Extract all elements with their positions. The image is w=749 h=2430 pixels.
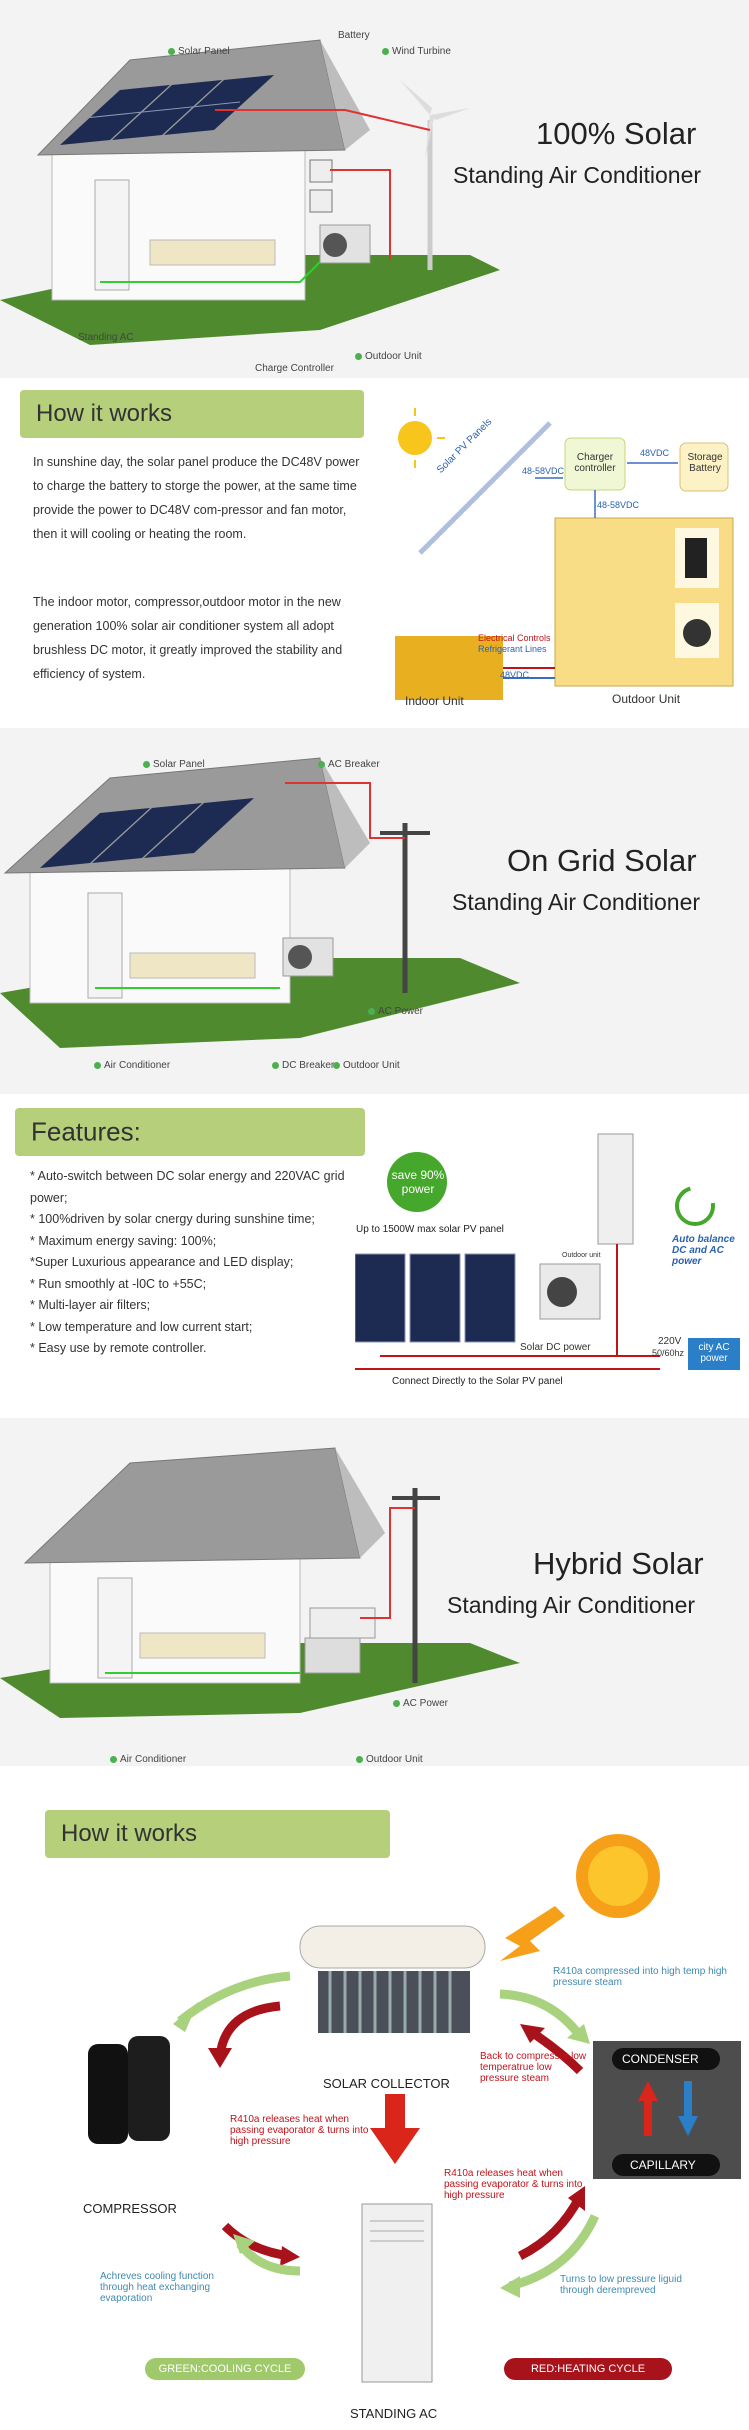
cycle-diagram — [88, 1834, 741, 2383]
label-outdoor-unit-3: Outdoor Unit — [356, 1754, 423, 1765]
house-illustration-2 — [0, 757, 520, 1048]
feature-item: * Easy use by remote controller. — [30, 1341, 207, 1355]
label-turns-low-pressure: Turns to low pressure liguid through der… — [560, 2274, 682, 2296]
label-r410a-releases-1: R410a releases heat when passing evapora… — [230, 2114, 369, 2147]
label-achieves-cooling: Achreves cooling function through heat e… — [100, 2271, 214, 2304]
how-it-works-heading-bar: How it works — [20, 390, 364, 438]
label-compressor: COMPRESSOR — [83, 2201, 177, 2216]
banner-hybrid-solar: AC Power Air Conditioner Outdoor Unit Hy… — [0, 1418, 749, 1766]
label-v48vdc-a: 48VDC — [640, 448, 670, 458]
label-220v: 220V — [658, 1336, 682, 1347]
banner-100-solar: Solar Panel Battery Wind Turbine Standin… — [0, 0, 749, 378]
banner-on-grid-solar: Solar Panel AC Breaker AC Power Air Cond… — [0, 728, 749, 1094]
label-v48-58-a: 48-58VDC — [522, 466, 565, 476]
features-list: * Auto-switch between DC solar energy an… — [30, 1166, 375, 1360]
label-ac-breaker: AC Breaker — [318, 759, 380, 770]
how-it-works-heading-2: How it works — [61, 1820, 198, 1847]
banner3-subtitle: Standing Air Conditioner — [447, 1592, 696, 1618]
features-heading-bar: Features: — [15, 1108, 365, 1156]
how1-paragraph-1: In sunshine day, the solar panel produce… — [33, 455, 360, 541]
how-it-works-heading: How it works — [36, 400, 173, 427]
label-storage-battery: Storage Battery — [687, 452, 723, 474]
save-badge: save 90% power — [391, 1168, 445, 1196]
label-indoor-unit: Indoor Unit — [405, 694, 464, 708]
label-outdoor-unit-2: Outdoor Unit — [333, 1060, 400, 1071]
system-diagram — [395, 408, 734, 700]
feature-item: *Super Luxurious appearance and LED disp… — [30, 1255, 294, 1269]
badge-red-heating: RED:HEATING CYCLE — [504, 2358, 672, 2380]
label-air-conditioner-3: Air Conditioner — [110, 1754, 186, 1765]
label-solar-panel-2: Solar Panel — [143, 759, 205, 770]
feature-item: * Run smoothly at -l0C to +55C; — [30, 1276, 207, 1291]
feature-item: * Low temperature and low current start; — [30, 1319, 253, 1334]
label-city-ac: city AC power — [698, 1342, 730, 1364]
label-standing-ac-2: STANDING AC — [350, 2406, 438, 2421]
banner2-title: On Grid Solar — [507, 843, 697, 878]
label-50-60hz: 50/60hz — [652, 1348, 685, 1358]
label-battery: Battery — [338, 30, 370, 41]
standing-ac-illustration — [361, 2203, 433, 2383]
feature-item: * Multi-layer air filters; — [30, 1298, 151, 1312]
label-outdoor-unit-diagram: Outdoor Unit — [612, 692, 681, 706]
label-v48vdc-b: 48VDC — [500, 670, 530, 680]
how-it-works-section-1: How it works In sunshine day, the solar … — [0, 378, 749, 728]
solar-panels — [60, 75, 274, 145]
label-capillary: CAPILLARY — [630, 2158, 696, 2172]
label-charge-controller: Charge Controller — [255, 363, 334, 374]
feature-item: * 100%driven by solar cnergy during suns… — [30, 1212, 315, 1226]
label-r410a-releases-2: R410a releases heat when passing evapora… — [444, 2168, 583, 2201]
label-auto-balance: Auto balance DC and AC power — [672, 1234, 735, 1267]
house-illustration-3 — [0, 1447, 520, 1718]
label-air-conditioner: Air Conditioner — [94, 1060, 170, 1071]
label-max-pv: Up to 1500W max solar PV panel — [356, 1224, 504, 1235]
label-outdoor-unit: Outdoor Unit — [355, 351, 422, 362]
label-solar-panel: Solar Panel — [168, 46, 230, 57]
how-it-works-section-2: How it works — [0, 1766, 749, 2430]
banner3-title: Hybrid Solar — [533, 1546, 704, 1581]
compressor-illustration — [88, 2036, 170, 2144]
how-it-works-heading-bar-2: How it works — [45, 1810, 390, 1858]
label-ac-power: AC Power — [368, 1006, 423, 1017]
label-outdoor-unit-feature: Outdoor unit — [562, 1252, 601, 1259]
feature-item: * Maximum energy saving: 100%; — [30, 1233, 217, 1248]
sun-icon — [576, 1834, 660, 1918]
feature-item: * Auto-switch between DC solar energy an… — [30, 1169, 345, 1205]
label-refrigerant-lines: Refrigerant Lines — [478, 644, 547, 654]
label-ac-power-3: AC Power — [393, 1698, 448, 1709]
label-back-to-compressor: Back to compressor low temperatrue low p… — [480, 2051, 587, 2084]
banner1-title: 100% Solar — [536, 116, 697, 151]
banner2-subtitle: Standing Air Conditioner — [452, 889, 701, 915]
label-solar-dc-power: Solar DC power — [520, 1342, 591, 1353]
solar-collector — [299, 1925, 486, 2033]
label-r410a-compressed: R410a compressed into high temp high pre… — [553, 1966, 727, 1988]
label-dc-breaker: DC Breaker — [272, 1060, 334, 1071]
label-electrical-controls: Electrical Controls — [478, 633, 551, 643]
badge-green-cooling: GREEN:COOLING CYCLE — [145, 2358, 305, 2380]
label-condenser: CONDENSER — [622, 2052, 699, 2066]
condenser-box — [593, 2041, 741, 2179]
label-wind-turbine: Wind Turbine — [382, 46, 451, 57]
label-connect-directly: Connect Directly to the Solar PV panel — [392, 1376, 563, 1387]
features-section: Features: * Auto-switch between DC solar… — [0, 1094, 749, 1418]
features-heading: Features: — [31, 1116, 141, 1147]
label-standing-ac: Standing AC — [78, 332, 134, 343]
label-charger-controller: Charger controller — [574, 452, 616, 474]
label-v48-58-b: 48-58VDC — [597, 500, 640, 510]
label-solar-collector: SOLAR COLLECTOR — [323, 2076, 450, 2091]
house-illustration-1 — [0, 39, 500, 345]
solar-panel-array — [355, 1253, 516, 1343]
banner1-subtitle: Standing Air Conditioner — [453, 162, 702, 188]
features-diagram — [355, 1133, 740, 1370]
how1-paragraph-2: The indoor motor, compressor,outdoor mot… — [33, 595, 343, 681]
